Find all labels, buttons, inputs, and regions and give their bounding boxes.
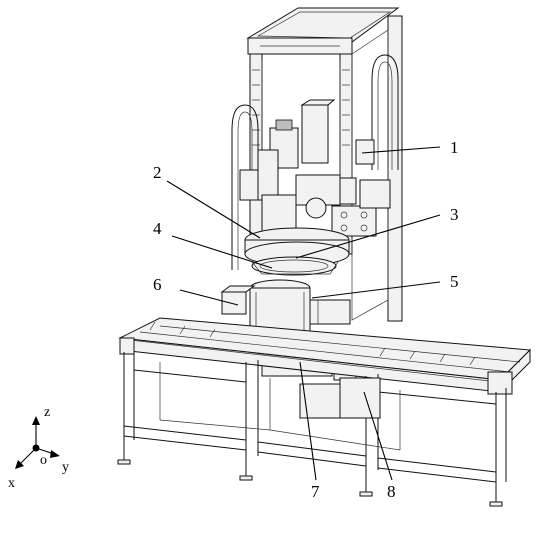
part-label-4: 4 xyxy=(153,219,162,238)
drive-assembly xyxy=(239,99,391,237)
leader-line-2 xyxy=(166,180,261,239)
conveyor-rail xyxy=(118,317,532,395)
origin-point xyxy=(32,444,40,452)
part-label-2: 2 xyxy=(153,163,162,182)
machine-illustration xyxy=(117,7,532,507)
part-labels: 1 2 3 4 5 6 7 8 xyxy=(153,138,459,501)
part-label-8: 8 xyxy=(387,482,396,501)
leader-line-6 xyxy=(179,289,239,306)
part-label-1: 1 xyxy=(450,138,459,157)
part-label-3: 3 xyxy=(450,205,459,224)
part-label-5: 5 xyxy=(450,272,459,291)
x-axis-line xyxy=(19,447,37,465)
z-axis-arrowhead xyxy=(32,416,40,425)
leader-line-4 xyxy=(171,235,273,269)
leader-lines xyxy=(166,146,441,481)
rotary-head xyxy=(244,227,350,276)
leader-line-3 xyxy=(295,214,441,259)
part-label-7: 7 xyxy=(311,482,320,501)
y-axis-arrowhead xyxy=(50,450,60,458)
z-axis-label: z xyxy=(44,405,50,420)
leader-line-7 xyxy=(299,361,317,481)
y-axis-label: y xyxy=(62,460,69,475)
leader-line-5 xyxy=(311,281,441,299)
x-axis-arrowhead xyxy=(15,460,24,469)
lower-frame xyxy=(117,348,507,507)
leader-line-8 xyxy=(363,391,393,481)
part-label-6: 6 xyxy=(153,275,162,294)
origin-label: o xyxy=(40,453,47,468)
leader-line-1 xyxy=(361,146,441,154)
x-axis-label: x xyxy=(8,476,15,491)
coordinate-axes: z y x o xyxy=(8,405,69,491)
upper-frame xyxy=(231,7,403,322)
